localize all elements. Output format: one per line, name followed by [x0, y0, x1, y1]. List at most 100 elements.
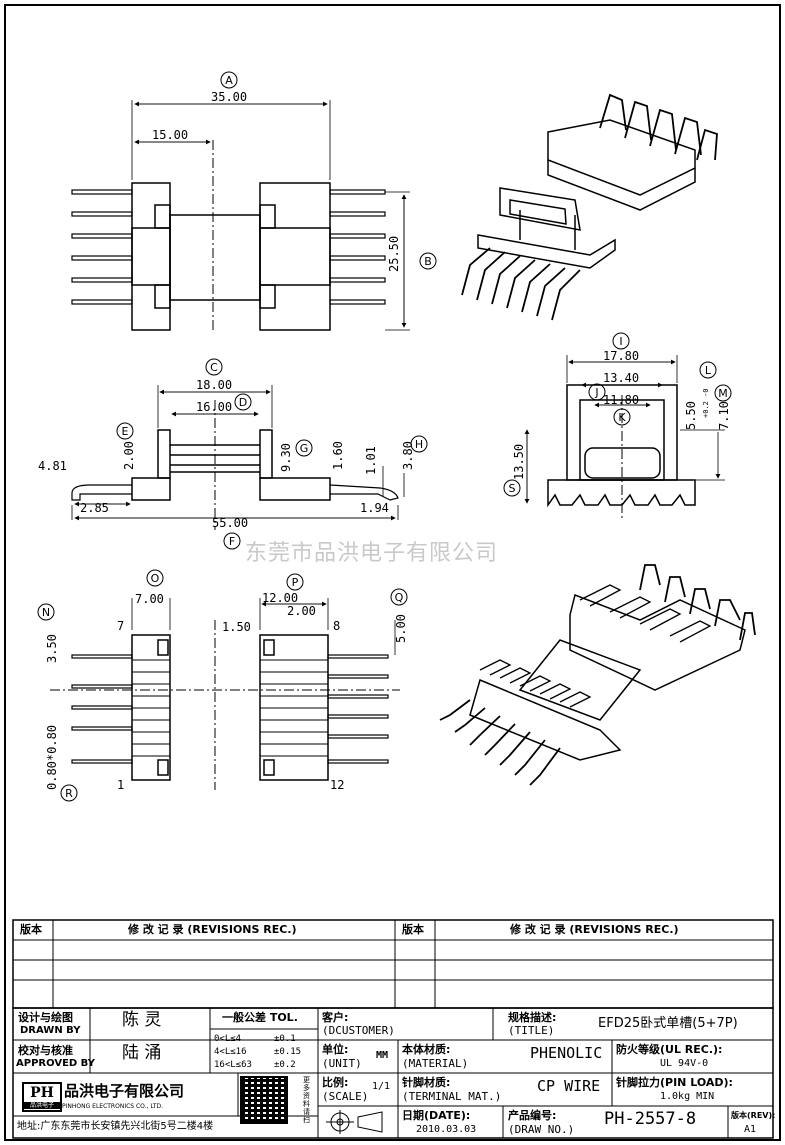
top-view	[71, 100, 410, 331]
callout-g: G	[300, 442, 309, 455]
side-view	[524, 355, 725, 520]
checker-name: 陆 涌	[122, 1043, 162, 1063]
dim-15: 15.00	[152, 128, 188, 142]
tol-row3-range: 16<L≤63	[214, 1060, 252, 1070]
dim-18: 18.00	[196, 378, 232, 392]
iso-view-bottom	[439, 564, 756, 786]
callout-n: N	[42, 606, 50, 619]
dim-16: 16.00	[196, 400, 232, 414]
callout-r: R	[65, 787, 73, 800]
check-label-en: APPROVED BY	[16, 1058, 95, 1069]
tol-row2-range: 4<L≤16	[214, 1047, 247, 1057]
dim-35: 35.00	[211, 90, 247, 104]
dim-194: 1.94	[360, 501, 389, 515]
tol-row3-val: ±0.2	[274, 1060, 296, 1070]
callout-k: K	[618, 411, 626, 424]
company-name-en: PINHONG ELECTRONICS CO., LTD.	[62, 1103, 164, 1110]
callout-j: J	[594, 386, 598, 399]
dim-160: 1.60	[331, 441, 345, 470]
check-label: 校对与核准	[18, 1044, 73, 1057]
material-label-en: (MATERIAL)	[402, 1057, 469, 1070]
dim-380: 3.80	[401, 441, 415, 470]
date-value: 2010.03.03	[416, 1124, 477, 1135]
dim-1200: 12.00	[262, 591, 298, 605]
callout-l: L	[705, 364, 712, 377]
dim-930: 9.30	[279, 443, 293, 472]
pinload-label: 针脚拉力(PIN LOAD):	[616, 1076, 733, 1089]
fire-label: 防火等级(UL REC.):	[616, 1043, 723, 1056]
dim-080: 0.80*0.80	[45, 725, 59, 790]
dim-200: 2.00	[122, 441, 136, 470]
title-block	[12, 1007, 774, 1139]
material-value: PHENOLIC	[530, 1044, 603, 1062]
tol-row1-range: 0<L≤4	[214, 1034, 242, 1044]
dim-550-tol: +0.2 -0	[702, 388, 710, 418]
terminal-label: 针脚材质:	[402, 1076, 451, 1089]
callout-q: Q	[395, 591, 404, 604]
tol-title: 一般公差 TOL.	[222, 1011, 298, 1024]
dim-1780: 17.80	[603, 349, 639, 363]
terminal-label-en: (TERMINAL MAT.)	[402, 1090, 502, 1103]
dim-481: 4.81	[38, 459, 67, 473]
callout-p: P	[292, 576, 299, 589]
qr-code	[240, 1076, 288, 1124]
date-label: 日期(DATE):	[402, 1109, 471, 1122]
dim-55: 55.00	[212, 516, 248, 530]
scale-label: 比例:	[322, 1076, 349, 1089]
callout-a: A	[225, 74, 233, 87]
rev-label: 版本(REV):	[731, 1111, 776, 1120]
scale-value: 1/1	[372, 1081, 391, 1092]
rev-col-ver-right: 版本	[402, 923, 424, 936]
tol-row2-val: ±0.15	[274, 1047, 302, 1057]
iso-view-top	[461, 93, 718, 321]
unit-label-en: (UNIT)	[322, 1057, 362, 1070]
unit-label: 单位:	[322, 1043, 349, 1056]
watermark: 东莞市品洪电子有限公司	[245, 541, 499, 566]
dim-710: 7.10	[717, 401, 731, 430]
fire-value: UL 94V-0	[660, 1058, 709, 1069]
bottom-view	[50, 598, 400, 790]
drawno-label-en: (DRAW NO.)	[508, 1123, 575, 1136]
callout-f: F	[229, 535, 235, 548]
qr-caption: 更多资料请扫	[303, 1076, 310, 1124]
company-logo: PH 品洪电子	[22, 1082, 62, 1112]
rev-value: A1	[744, 1124, 757, 1135]
drawno-label: 产品编号:	[508, 1109, 557, 1122]
drawno-value: PH-2557-8	[604, 1109, 697, 1129]
pin-7: 7	[117, 619, 124, 633]
logo-text: PH	[30, 1085, 54, 1101]
callout-e: E	[122, 425, 129, 438]
callout-b: B	[424, 255, 432, 268]
dim-550: 5.50	[684, 401, 698, 430]
material-label: 本体材质:	[402, 1043, 451, 1056]
unit-value: MM	[376, 1050, 389, 1061]
dim-700: 7.00	[135, 592, 164, 606]
callout-o: O	[151, 572, 160, 585]
rev-col-ver-left: 版本	[20, 923, 42, 936]
customer-label-en: (DCUSTOMER)	[322, 1024, 395, 1037]
title-label-en: (TITLE)	[508, 1024, 555, 1037]
pin-1: 1	[117, 778, 124, 792]
dim-350: 3.50	[45, 634, 59, 663]
revision-table	[12, 919, 774, 1009]
dim-150: 1.50	[222, 620, 251, 634]
dim-101: 1.01	[364, 446, 378, 475]
dim-285: 2.85	[80, 501, 109, 515]
pin-8: 8	[333, 619, 340, 633]
pin-12: 12	[330, 778, 344, 792]
dim-2550: 25.50	[387, 236, 401, 272]
terminal-value: CP WIRE	[537, 1077, 601, 1095]
dim-1180: 11.80	[603, 393, 639, 407]
pinload-value: 1.0kg MIN	[660, 1091, 715, 1102]
customer-label: 客户:	[322, 1011, 349, 1024]
company-address: 地址:广东东莞市长安镇先兴北街5号二楼4楼	[17, 1121, 214, 1132]
callout-m: M	[718, 387, 728, 400]
callout-h: H	[415, 438, 423, 451]
front-view	[71, 385, 405, 530]
dimension-labels: 35.00 15.00 25.50 18.00 16.00 4.81 2.00 …	[38, 90, 731, 792]
dim-500: 5.00	[394, 614, 408, 643]
callout-i: I	[619, 335, 622, 348]
rev-col-rec-right: 修 改 记 录 (REVISIONS REC.)	[510, 923, 679, 936]
designer-name: 陈 灵	[122, 1010, 162, 1030]
